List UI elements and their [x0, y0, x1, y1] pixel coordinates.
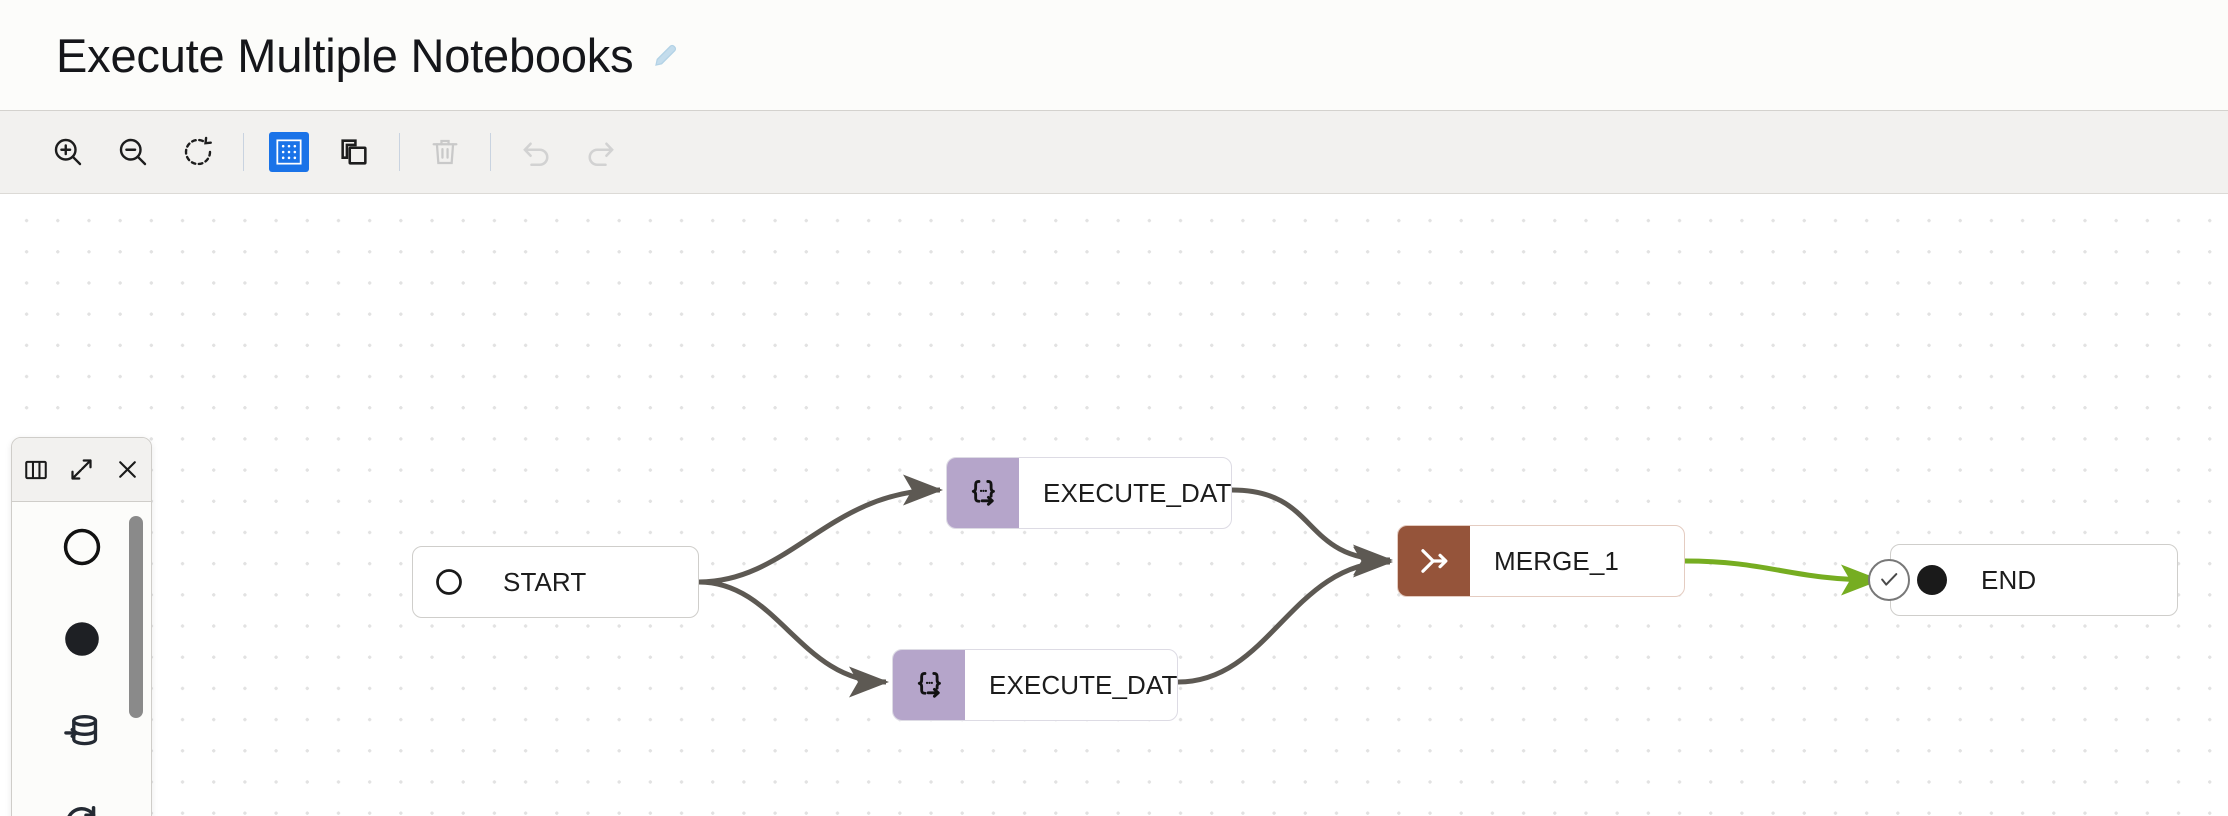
zoom-out-icon[interactable] — [105, 124, 161, 180]
node-start[interactable]: START — [412, 546, 699, 618]
edge-exec-top-to-merge — [1231, 487, 1393, 576]
circle-filled-icon — [1917, 565, 1947, 595]
reset-rotate-icon[interactable] — [170, 124, 226, 180]
edge-exec-bottom-to-merge — [1177, 546, 1393, 685]
palette-item-start-node[interactable] — [45, 524, 119, 574]
palette-item-list: SQL — [12, 502, 151, 816]
undo-arrow-icon[interactable] — [508, 124, 564, 180]
palette-item-loop[interactable] — [45, 800, 119, 816]
shape-palette-panel[interactable]: SQL — [11, 437, 152, 816]
close-x-icon[interactable] — [113, 455, 143, 485]
toolbar-divider-1 — [243, 133, 244, 171]
toolbar-divider-3 — [490, 133, 491, 171]
pencil-edit-icon[interactable] — [651, 40, 681, 70]
canvas-toolbar — [0, 111, 2228, 194]
palette-item-load-data[interactable] — [45, 708, 119, 758]
palette-header — [12, 438, 151, 502]
panel-layout-icon[interactable] — [21, 455, 51, 485]
page-title: Execute Multiple Notebooks — [56, 28, 634, 82]
check-circle-icon — [1868, 559, 1910, 601]
node-merge-1[interactable]: MERGE_1 — [1397, 525, 1685, 597]
circle-outline-icon — [61, 526, 103, 573]
node-end[interactable]: END — [1868, 544, 2178, 616]
circle-outline-icon — [413, 547, 485, 617]
toolbar-divider-2 — [399, 133, 400, 171]
merge-arrow-icon — [1398, 526, 1470, 596]
flow-canvas[interactable]: START EXECUTE_DAT… — [0, 194, 2228, 816]
title-bar: Execute Multiple Notebooks — [0, 0, 2228, 111]
script-execute-icon — [893, 650, 965, 720]
palette-scroll-area[interactable]: SQL — [12, 502, 151, 816]
database-arrow-icon — [61, 710, 103, 757]
node-execute-data-bottom[interactable]: EXECUTE_DAT… — [892, 649, 1178, 721]
circle-filled-icon — [61, 618, 103, 665]
edge-merge-to-end — [1684, 558, 1881, 596]
node-execute-data-bottom-label: EXECUTE_DAT… — [989, 669, 1178, 700]
edge-start-to-exec-bottom — [698, 579, 889, 698]
expand-diagonal-icon[interactable] — [67, 455, 97, 485]
zoom-in-icon[interactable] — [40, 124, 96, 180]
copy-icon[interactable] — [326, 124, 382, 180]
trash-icon[interactable] — [417, 124, 473, 180]
node-execute-data-top[interactable]: EXECUTE_DAT… — [946, 457, 1232, 529]
node-start-label: START — [503, 566, 587, 597]
script-execute-icon — [947, 458, 1019, 528]
node-end-label: END — [1981, 564, 2037, 595]
palette-scrollbar-thumb[interactable] — [129, 516, 143, 718]
grid-icon[interactable] — [261, 124, 317, 180]
redo-arrow-icon[interactable] — [573, 124, 629, 180]
edge-start-to-exec-top — [698, 474, 943, 585]
node-merge-1-label: MERGE_1 — [1494, 545, 1619, 576]
palette-item-end-node[interactable] — [45, 616, 119, 666]
refresh-loop-icon — [61, 802, 103, 816]
node-execute-data-top-label: EXECUTE_DAT… — [1043, 477, 1232, 508]
